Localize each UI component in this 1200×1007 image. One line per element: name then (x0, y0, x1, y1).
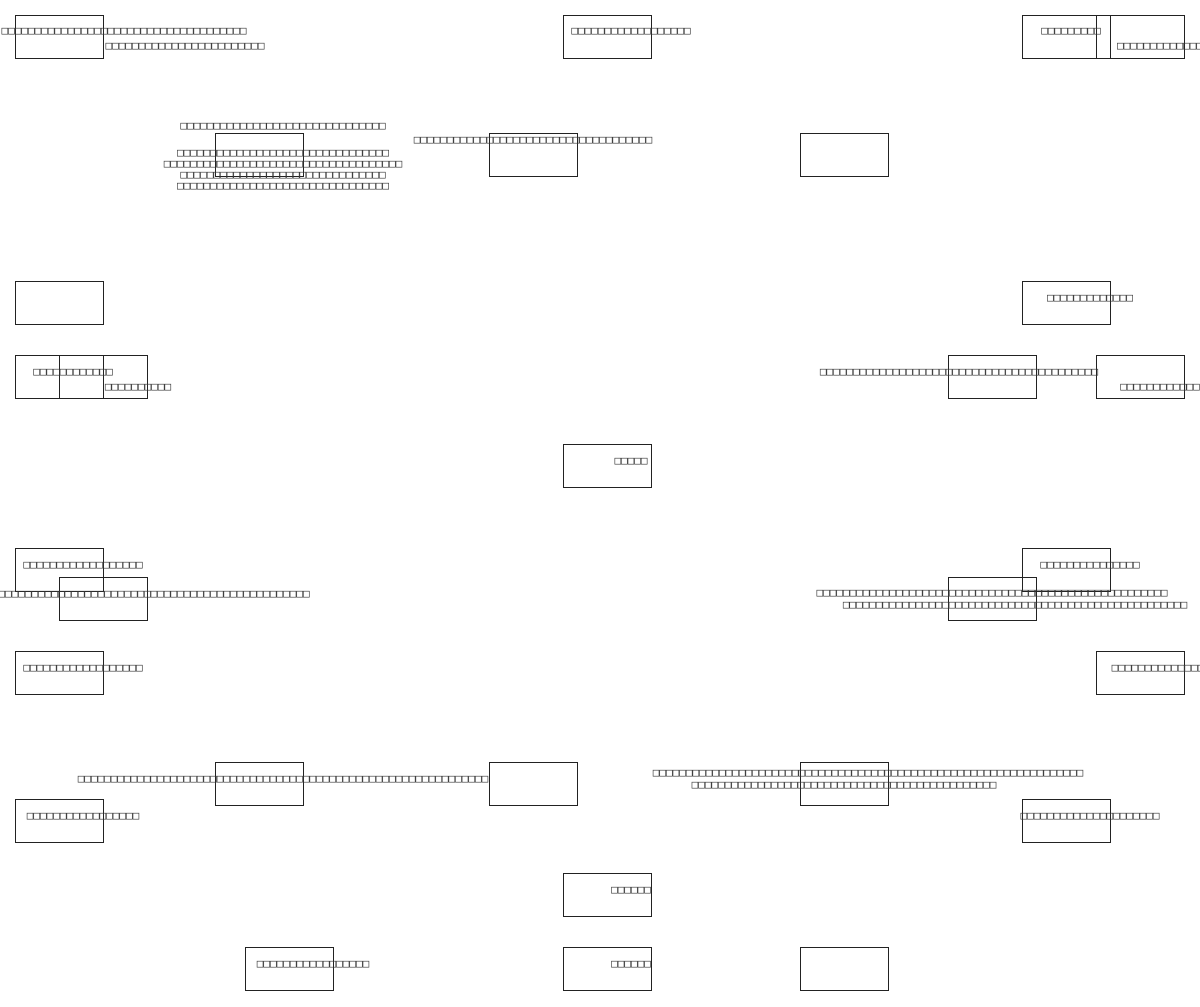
node-label: □□□□□ (614, 454, 648, 467)
diagram-node[interactable] (489, 133, 578, 177)
diagram-node[interactable] (1022, 15, 1111, 59)
node-label: □□□□□□□□□□□□□□□□□□□□□□□□□□□□□□□□ (177, 179, 389, 192)
node-label: □□□□□□□□□□□□□□□□□ (256, 957, 370, 970)
node-label: □□□□□□□□□□□□□□□□□□□□□□□□□□□□□□□□□□□□ (163, 157, 403, 170)
node-label: □□□□□□□□□□□□□□□□□□□□□□□□□□□□□□□□□□□□ (413, 133, 653, 146)
node-label: □□□□□□□□□□□□□□□□□□□□□ (1020, 809, 1160, 822)
node-label: □□□□□□□□□□□□□□□□□□□□□□□□□□□□□□□□□□□□□□□□… (816, 586, 1168, 599)
diagram-node[interactable] (15, 799, 104, 843)
node-label: □□□□□□□□□□□□□□□□□□□□□□□□□□□□□□□□ (177, 146, 389, 159)
node-label: □□□□□□□□□□□□□□□□□□□□□□□□□□□□□□□□□□□□□□□□… (77, 772, 489, 785)
diagram-node[interactable] (563, 15, 652, 59)
diagram-node[interactable] (1022, 799, 1111, 843)
diagram-node[interactable] (1096, 15, 1185, 59)
node-label: □□□□□□□□□□□□□□□ (1040, 558, 1140, 571)
node-label: □□□□□□□□□□□□□□□□□□□□□□□□ (105, 39, 265, 52)
diagram-node[interactable] (800, 133, 889, 177)
node-label: □□□□□□□□□□□□□□□□□□□□□□□□□□□□□□□□□□□□□□□□… (0, 587, 310, 600)
diagram-node[interactable] (1022, 548, 1111, 592)
diagram-node[interactable] (215, 133, 304, 177)
node-label: □□□□□□ (611, 957, 651, 970)
node-label: □□□□□□□□□ (1041, 24, 1101, 37)
node-label: □□□□□□□□□□□□□□□□□□□□□□□□□□□□□□□□□□□□□□□□… (652, 766, 1084, 779)
diagram-node[interactable] (1096, 355, 1185, 399)
node-label: □□□□□□□□□□□□ (33, 365, 113, 378)
diagram-node[interactable] (245, 947, 334, 991)
node-label: □□□□□□□□□□ (104, 380, 172, 393)
node-label: □□□□□□□□□□□□□□□□□□□□□□□□□□□□□□□ (180, 168, 386, 181)
diagram-node[interactable] (15, 281, 104, 325)
diagram-node[interactable] (1022, 281, 1111, 325)
diagram-node[interactable] (948, 577, 1037, 621)
diagram-node[interactable] (800, 947, 889, 991)
diagram-node[interactable] (15, 651, 104, 695)
diagram-node[interactable] (59, 577, 148, 621)
node-label: □□□□□□ (611, 883, 651, 896)
node-label: □□□□□□□□□□□□□□□□□□□□□□□□□□□□□□□□□□□□□□□□… (691, 778, 997, 791)
diagram-node[interactable] (15, 15, 104, 59)
diagram-node[interactable] (215, 762, 304, 806)
node-label: □□□□□□□□□□□□□ (1046, 291, 1134, 304)
diagram-node[interactable] (563, 947, 652, 991)
diagram-node[interactable] (948, 355, 1037, 399)
node-label: □□□□□□□□□□□□□□□□□□□□□□□□□□□□□□□ (180, 119, 386, 132)
diagram-node[interactable] (800, 762, 889, 806)
node-label: □□□□□□□□□□□□□□□□□□ (571, 24, 691, 37)
node-label: □□□□□□□□□□□□ (1120, 380, 1200, 393)
diagram-node[interactable] (489, 762, 578, 806)
diagram-node[interactable] (563, 444, 652, 488)
node-label: □□□□□□□□□□□□□□□□□□□□□□□□□□□□□□□□□□□□□ (1, 24, 247, 37)
node-label: □□□□□□□□□□□□□□□□□□ (23, 558, 143, 571)
diagram-node[interactable] (563, 873, 652, 917)
node-label: □□□□□□□□□□□□□□ (1111, 661, 1200, 674)
node-label: □□□□□□□□□□□□□□□□□ (26, 809, 140, 822)
diagram-node[interactable] (1096, 651, 1185, 695)
node-label: □□□□□□□□□□□□□□□□□□□□□□□□□□□□□□□□□□□□□□□□… (819, 365, 1099, 378)
node-label: □□□□□□□□□□□□□□□□□□□□□□□□□□□□□□□□□□□□□□□□… (842, 598, 1188, 611)
node-label: □□□□□□□□□□□□□□□□□□ (23, 661, 143, 674)
diagram-node[interactable] (59, 355, 148, 399)
node-label: □□□□□□□□□□□□□ (1116, 39, 1200, 52)
